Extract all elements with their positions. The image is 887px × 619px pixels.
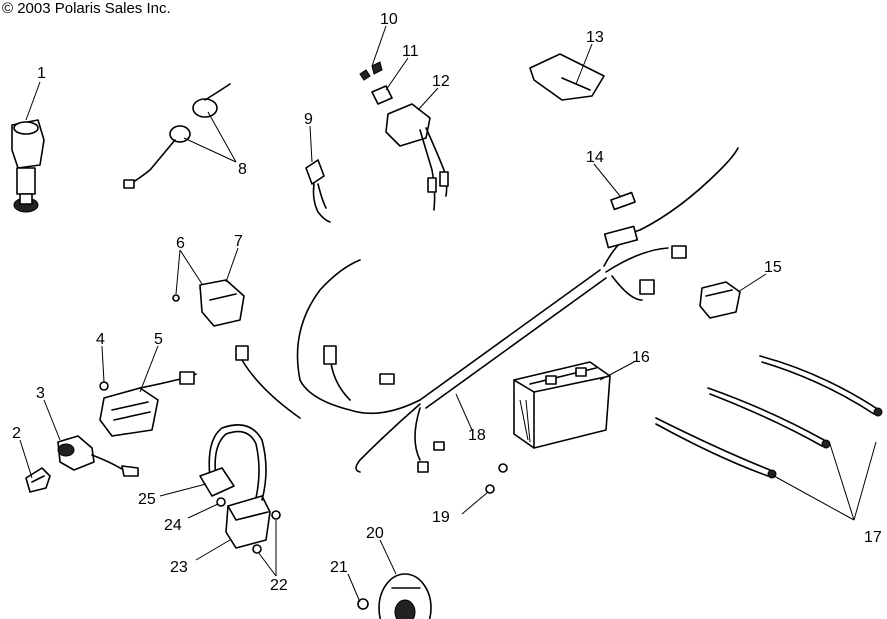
callout-23: 23 xyxy=(170,559,188,576)
part-15-relay xyxy=(699,281,741,319)
callout-22: 22 xyxy=(270,577,288,594)
part-17-straps xyxy=(655,355,883,479)
part-18-main-harness xyxy=(235,147,739,473)
callout-9: 9 xyxy=(304,111,313,128)
part-23-ignition-coil xyxy=(225,495,271,549)
callout-labels: 1 2 3 4 5 6 7 8 9 10 11 12 13 14 15 16 1… xyxy=(12,11,882,594)
part-5-relay xyxy=(99,371,197,437)
callout-10: 10 xyxy=(380,11,398,28)
callout-24: 24 xyxy=(164,517,182,534)
part-13-cover xyxy=(529,53,605,101)
copyright-notice: © 2003 Polaris Sales Inc. xyxy=(2,0,171,17)
part-2-clip xyxy=(25,467,51,493)
part-8-adapter xyxy=(123,83,231,189)
callout-14: 14 xyxy=(586,149,604,166)
part-12-cdi-module xyxy=(385,103,449,211)
part-19-bolts xyxy=(485,463,508,494)
callout-19: 19 xyxy=(432,509,450,526)
part-11-fuse-clip xyxy=(371,85,393,105)
part-9-bulb xyxy=(305,159,331,223)
callout-16: 16 xyxy=(632,349,650,366)
callout-25: 25 xyxy=(138,491,156,508)
callout-5: 5 xyxy=(154,331,163,348)
callout-13: 13 xyxy=(586,29,604,46)
part-7-module xyxy=(199,279,245,327)
callout-15: 15 xyxy=(764,259,782,276)
leader-lines xyxy=(19,25,877,603)
callout-11: 11 xyxy=(402,43,419,60)
part-4-nut xyxy=(99,381,109,391)
part-14-fuse xyxy=(610,191,636,211)
callout-4: 4 xyxy=(96,331,105,348)
callout-21: 21 xyxy=(330,559,348,576)
callout-2: 2 xyxy=(12,425,21,442)
part-16-battery xyxy=(513,361,611,449)
callout-6: 6 xyxy=(176,235,185,252)
part-20-horn xyxy=(378,573,432,619)
part-21-screw xyxy=(357,598,369,610)
callout-20: 20 xyxy=(366,525,384,542)
callout-7: 7 xyxy=(234,233,243,250)
part-3-switch xyxy=(57,435,139,477)
callout-1: 1 xyxy=(37,65,46,82)
callout-17: 17 xyxy=(864,529,882,546)
part-22-screws xyxy=(252,510,281,554)
callout-18: 18 xyxy=(468,427,486,444)
callout-12: 12 xyxy=(432,73,450,90)
callout-3: 3 xyxy=(36,385,45,402)
callout-8: 8 xyxy=(238,161,247,178)
part-1-key-switch xyxy=(11,119,45,213)
part-25-spark-plug-cap xyxy=(199,424,267,501)
part-24-washer xyxy=(216,497,226,507)
part-10-terminals xyxy=(359,61,383,81)
